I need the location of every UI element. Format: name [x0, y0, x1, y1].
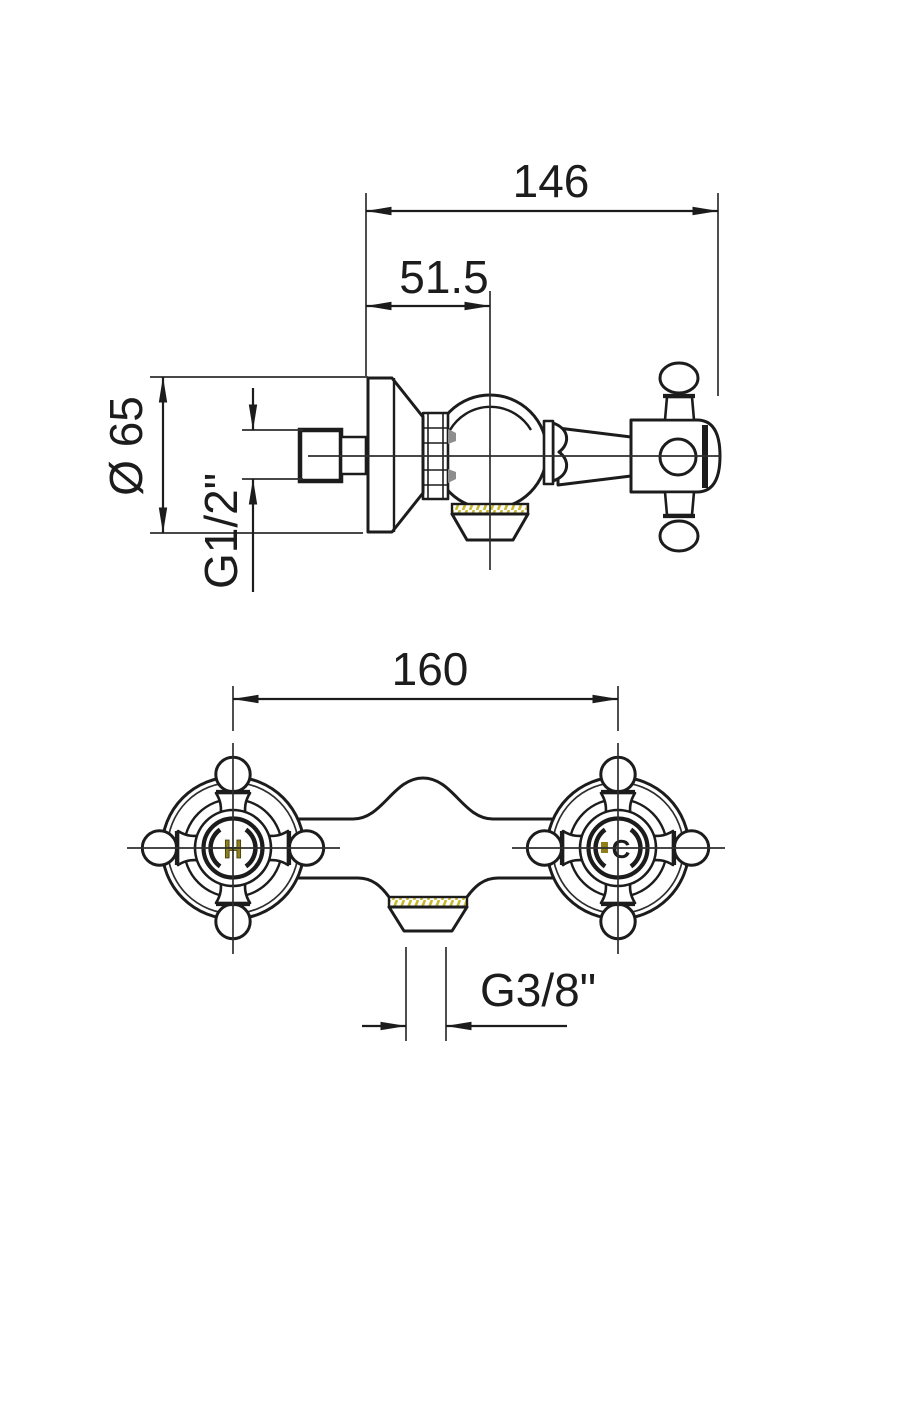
- front-view: H: [127, 643, 725, 1041]
- side-view-faucet-body: [297, 291, 722, 570]
- body-top-edge: [294, 776, 558, 821]
- side-view: 146 51.5 Ø 65 G1/2": [100, 155, 722, 592]
- handle-top-ball-side: [658, 361, 700, 395]
- bonnet-scallops: [551, 421, 568, 483]
- handle-top-neck-side: [663, 395, 696, 422]
- cold-marking: C: [612, 834, 631, 864]
- dim-label-146: 146: [513, 155, 590, 207]
- dim-label-160: 160: [392, 643, 469, 695]
- handle-right: C: [512, 743, 725, 954]
- wall-flange: [366, 376, 425, 534]
- body-bottom-edge-left: [294, 876, 391, 899]
- side-view-dimensions: 146 51.5 Ø 65 G1/2": [100, 155, 719, 592]
- front-view-dimensions: 160 G3/8": [232, 643, 619, 1041]
- handle-bottom-neck-side: [663, 490, 696, 517]
- dim-label-g38: G3/8": [480, 964, 596, 1016]
- dim-label-65: Ø 65: [100, 396, 152, 496]
- handle-left: H: [127, 743, 340, 954]
- dim-label-g12: G1/2": [195, 473, 247, 589]
- front-spout-cone: [387, 905, 469, 933]
- body-bottom-edge-right: [465, 876, 558, 899]
- handle-bottom-ball-side: [658, 519, 700, 553]
- front-view-body: [294, 776, 558, 933]
- bonnet-rings: [542, 419, 555, 486]
- dim-label-51-5: 51.5: [399, 251, 489, 303]
- handle-hub-circle-side: [658, 437, 698, 477]
